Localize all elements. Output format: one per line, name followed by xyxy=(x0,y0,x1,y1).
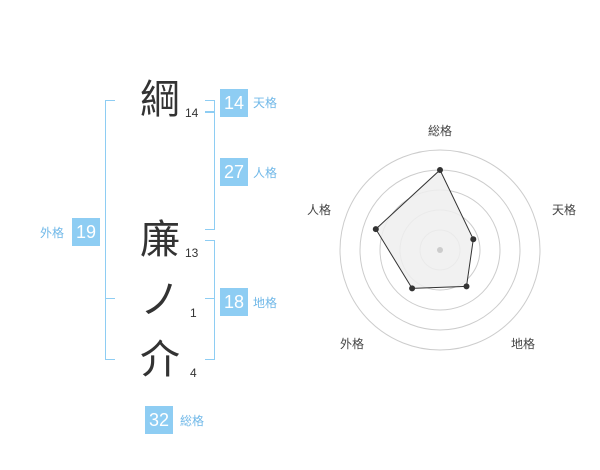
radar-axis-label-gai: 外格 xyxy=(340,337,365,351)
radar-point-3 xyxy=(409,285,416,292)
ten-kaku-label: 天格 xyxy=(253,96,278,110)
name-char-4: 介 xyxy=(140,337,180,383)
chi-kaku-badge: 18 xyxy=(220,288,248,316)
radar-axis-label-jin: 人格 xyxy=(307,203,332,217)
gai-kaku-label: 外格 xyxy=(40,226,65,240)
outer-bracket xyxy=(105,100,115,360)
ten-bracket xyxy=(205,100,215,112)
gai-kaku-badge: 19 xyxy=(72,218,100,246)
radar-point-1 xyxy=(470,236,477,243)
radar-grid-ring xyxy=(339,149,541,351)
chi-kaku-label: 地格 xyxy=(253,296,278,310)
radar-point-2 xyxy=(463,283,470,290)
stroke-count-4: 4 xyxy=(190,366,197,380)
radar-center-dot xyxy=(437,247,443,253)
outer-bracket-mid-tick xyxy=(105,298,115,299)
radar-axis-label-ten: 天格 xyxy=(552,203,577,217)
name-char-2: 廉 xyxy=(140,217,180,263)
radar-points xyxy=(372,167,477,292)
radar-axis-label-sou: 総格 xyxy=(428,124,453,138)
radar-point-4 xyxy=(372,226,379,233)
radar-point-0 xyxy=(437,167,443,173)
sou-kaku-badge: 32 xyxy=(145,406,173,434)
stroke-count-3: 1 xyxy=(190,306,197,320)
ten-kaku-badge: 14 xyxy=(220,89,248,117)
jin-kaku-label: 人格 xyxy=(253,166,278,180)
sou-kaku-label: 総格 xyxy=(180,414,205,428)
chi-bracket-mid-tick xyxy=(205,298,215,299)
name-char-3: ノ xyxy=(140,277,180,323)
stroke-count-2: 13 xyxy=(185,246,199,260)
name-char-1: 綱 xyxy=(140,77,180,123)
jin-bracket xyxy=(205,112,215,230)
chi-bracket xyxy=(205,240,215,360)
jin-kaku-badge: 27 xyxy=(220,158,248,186)
stroke-count-1: 14 xyxy=(185,106,199,120)
radar-axis-label-chi: 地格 xyxy=(511,337,536,351)
radar-area xyxy=(375,169,474,289)
